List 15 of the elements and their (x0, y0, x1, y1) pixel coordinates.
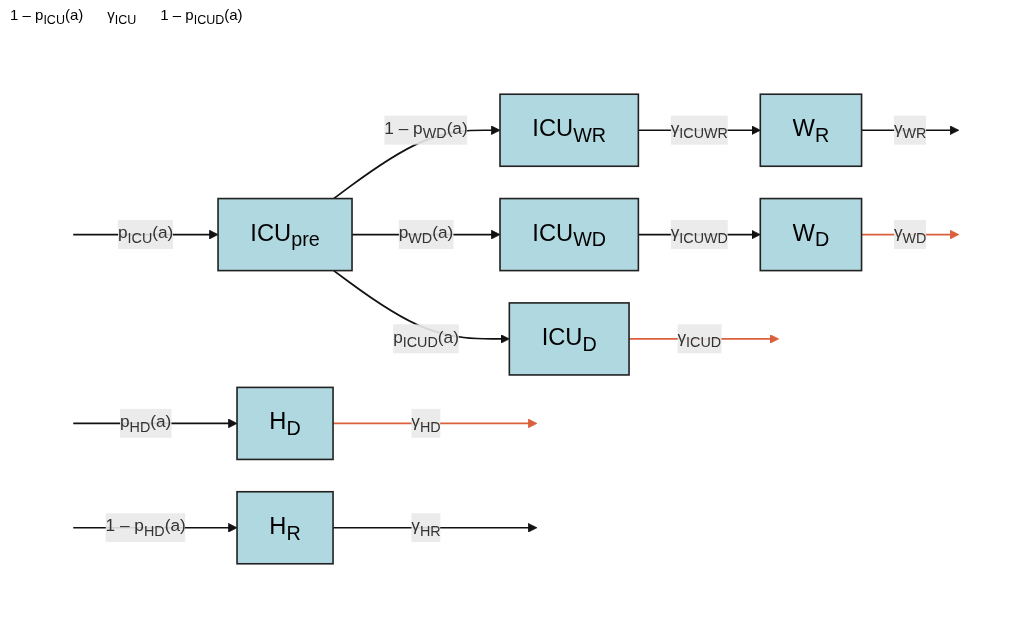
edge-label: 1 – p$_{W}$$_{D}$(a) (384, 118, 468, 142)
node-box: H$_{D}$ (236, 386, 334, 461)
branch-label: 1 – p$_{ICU}$(a) (10, 6, 84, 23)
edge-label: p$_{ICU}$$_{D}$(a) (393, 327, 459, 351)
edge-label: p$_{H}$$_{D}$(a) (119, 412, 172, 435)
edge-label: 1 – p$_{H}$$_{D}$(a) (105, 516, 186, 540)
node-box: W$_{R}$ (759, 93, 863, 168)
branch-label: 1 – p$_{ICU}$$_{D}$(a) (160, 6, 243, 23)
edge-label: p$_{W}$$_{D}$(a) (398, 223, 454, 246)
edge-label: p$_{ICU}$(a) (117, 223, 174, 246)
node-box: H$_{R}$ (236, 490, 334, 565)
node-box: ICU$_{pre}$ (217, 197, 353, 272)
node-box: ICU$_{D}$ (508, 302, 630, 376)
branch-label: γ$_{ICU}$ (107, 6, 137, 23)
node-box: W$_{D}$ (759, 197, 863, 272)
